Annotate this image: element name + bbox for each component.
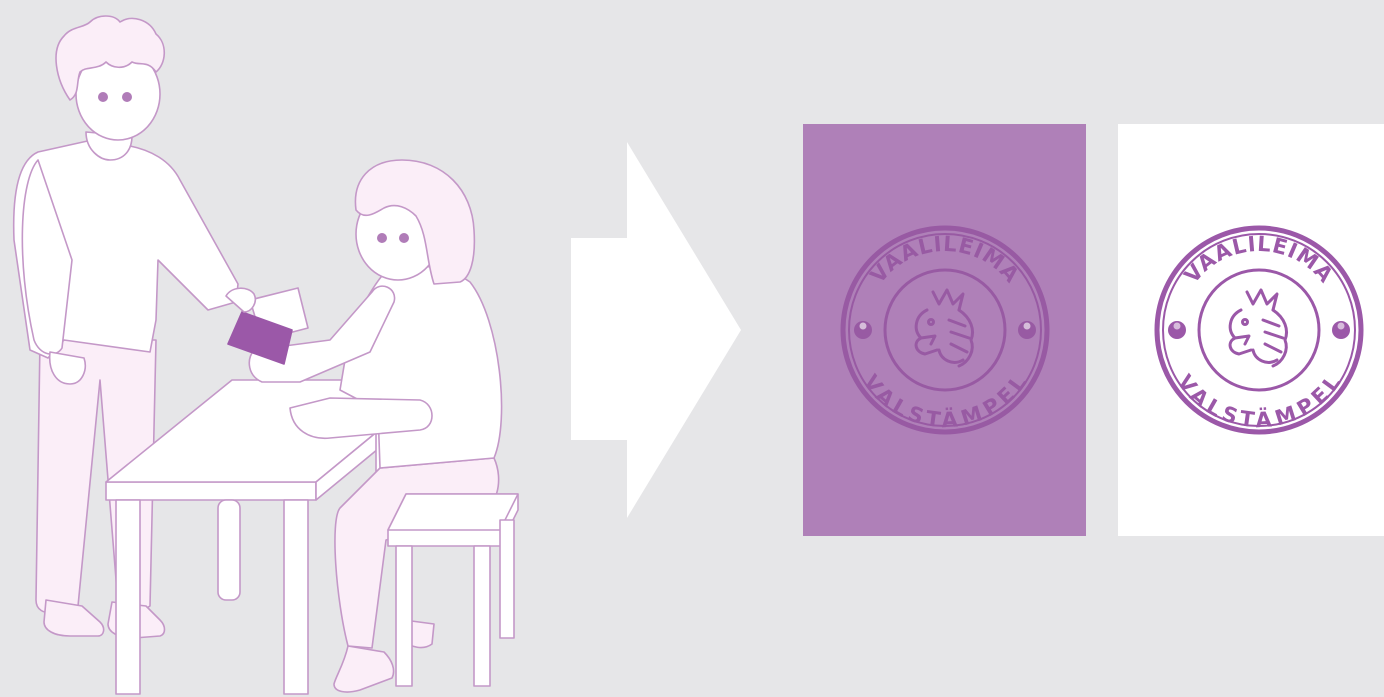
seated-person-eye-right	[399, 233, 409, 243]
voting-scene-illustration	[14, 16, 518, 694]
standing-person-eye-right	[122, 92, 132, 102]
standing-person-eye-left	[98, 92, 108, 102]
stool	[388, 494, 518, 686]
standing-person-shoe-left	[44, 600, 104, 636]
seated-person-shoe	[334, 646, 394, 692]
seated-person-eye-left	[377, 233, 387, 243]
standing-person-hand-right	[226, 288, 255, 312]
arrow-right-icon	[571, 142, 741, 518]
